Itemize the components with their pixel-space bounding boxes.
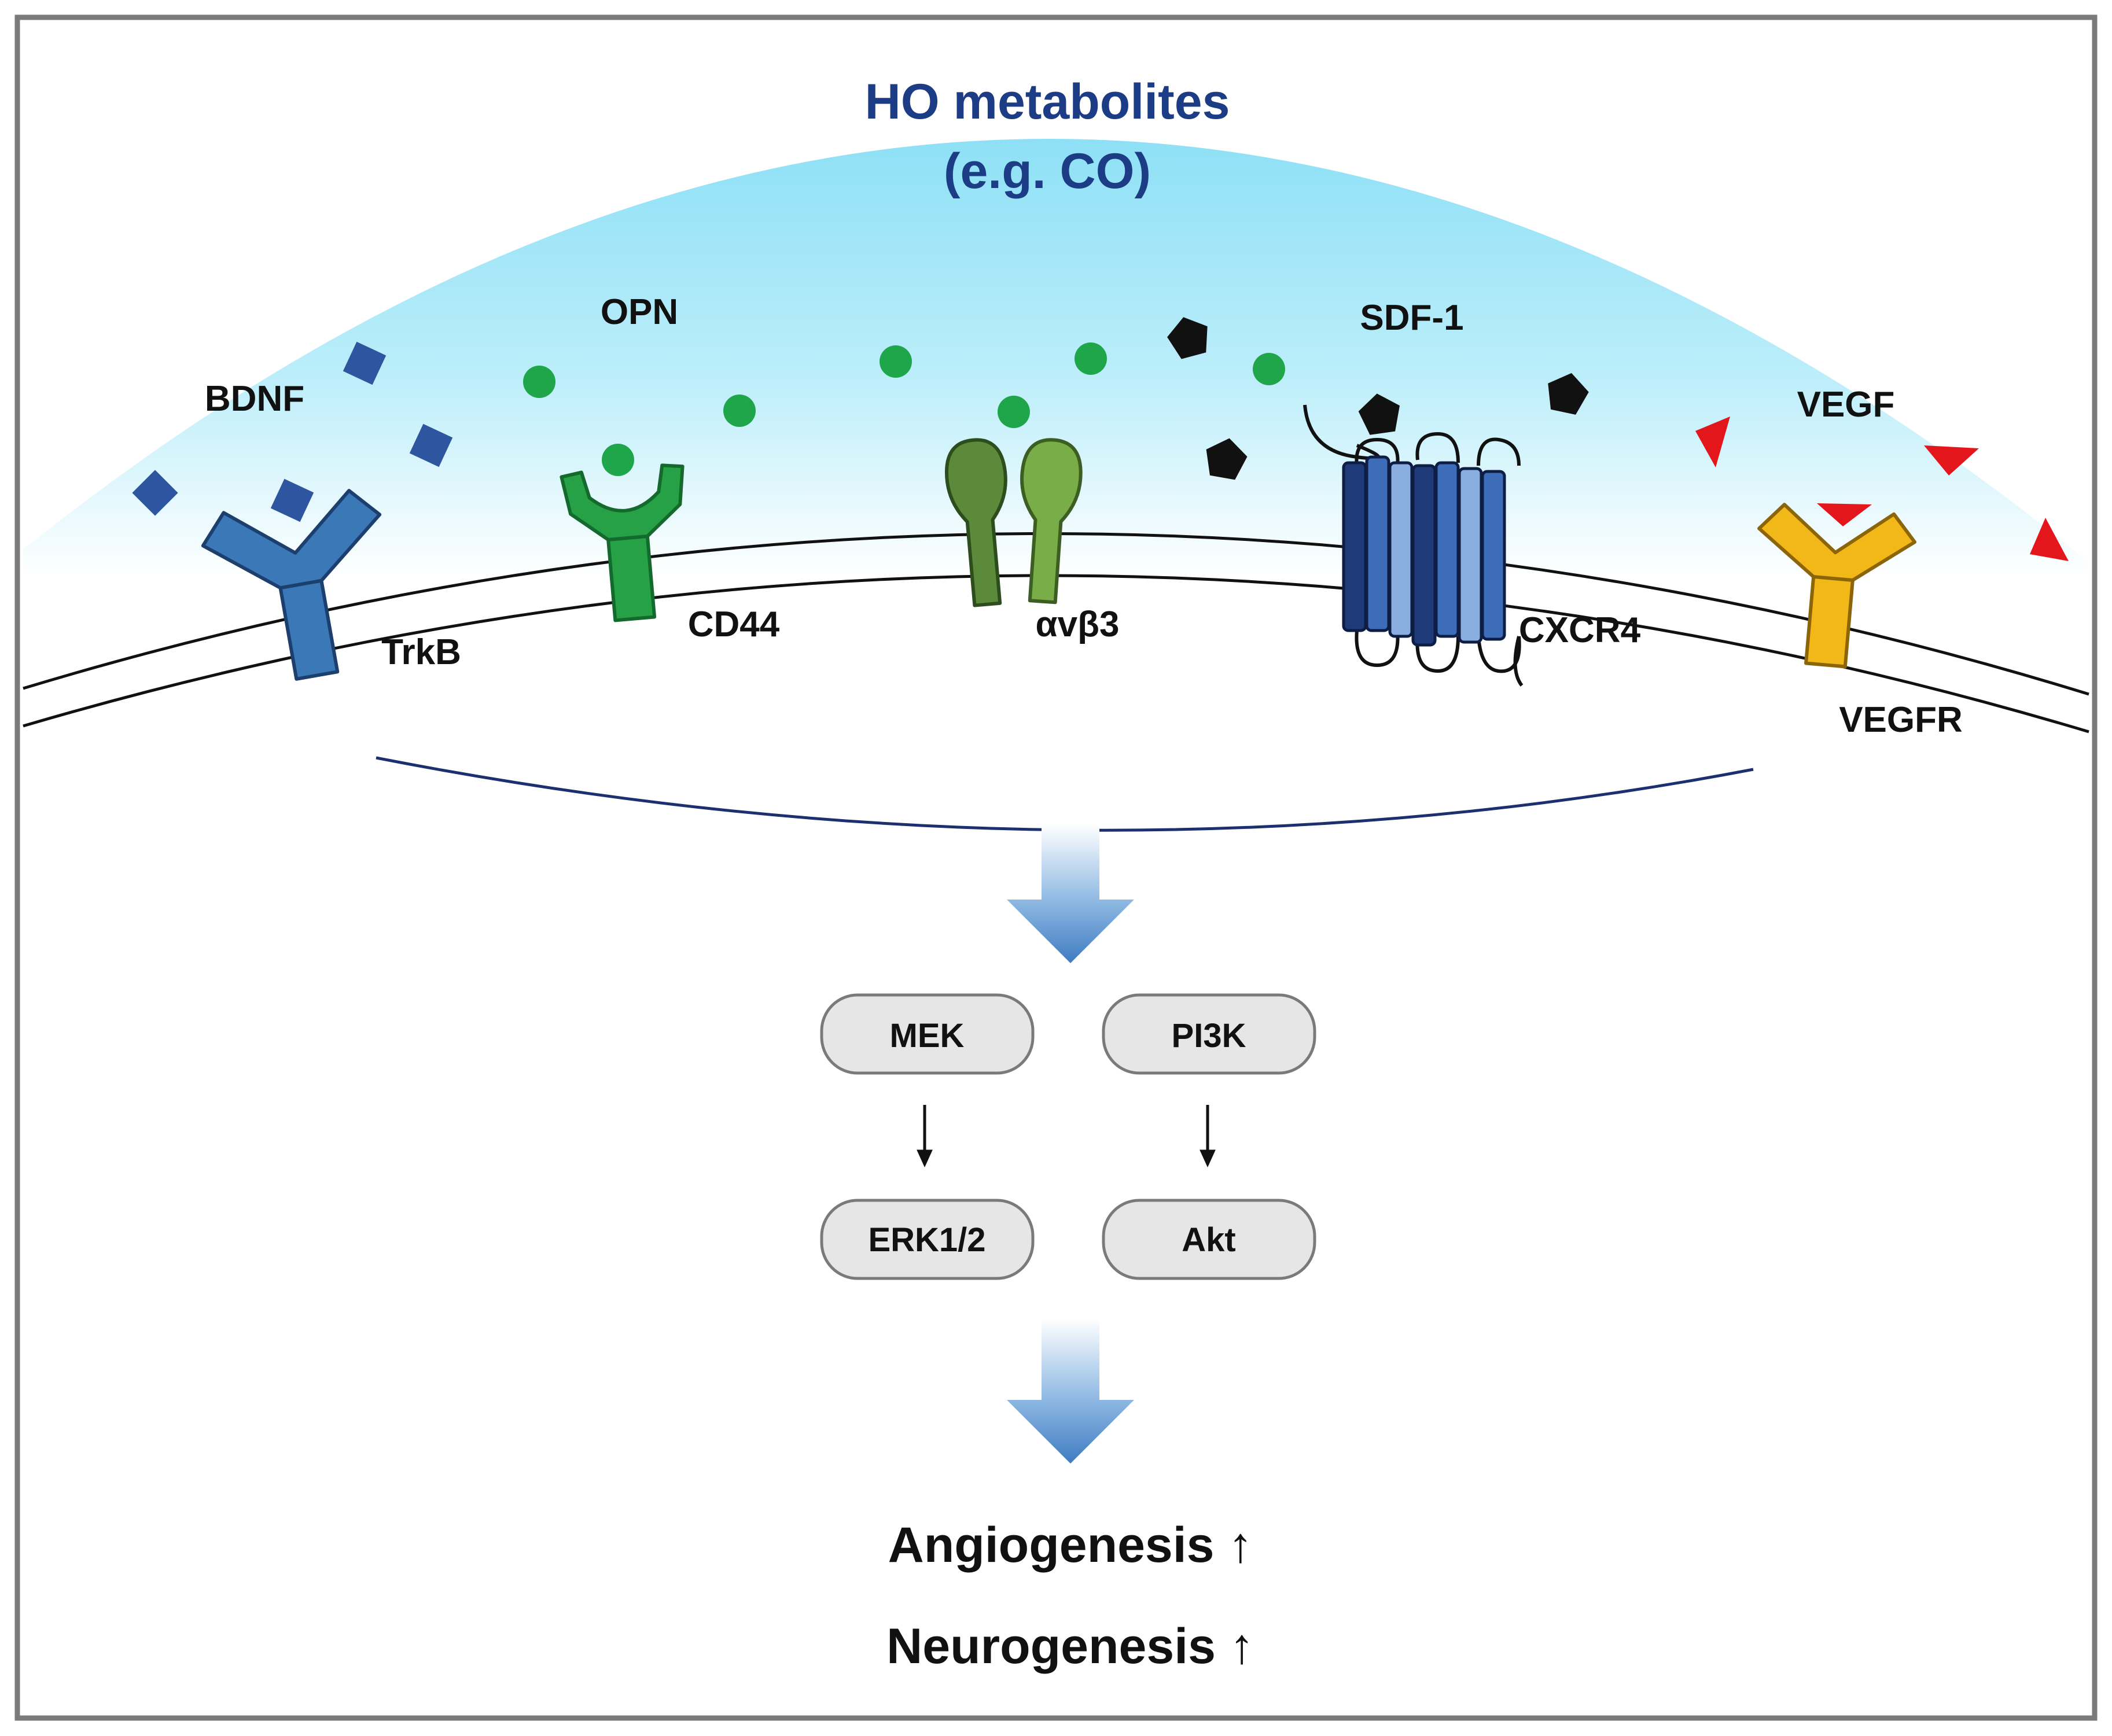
cxcr4-receptor	[1303, 404, 1524, 687]
cxcr4-helix	[1365, 455, 1390, 632]
opn-molecule	[523, 366, 555, 398]
node-akt: Akt	[1102, 1199, 1316, 1280]
vegf-molecule	[1695, 417, 1730, 467]
sdf1-molecule	[1548, 373, 1589, 415]
node-mek: MEK	[820, 993, 1035, 1075]
node-erk: ERK1/2	[820, 1199, 1035, 1280]
vegf-label: VEGF	[1797, 385, 1895, 425]
sdf1-label: SDF-1	[1360, 298, 1463, 338]
vegf-molecule	[1817, 503, 1872, 526]
bdnf-molecule	[270, 478, 314, 522]
sdf1-molecule	[1167, 317, 1208, 359]
cxcr4-helix	[1388, 461, 1414, 638]
opn-label: OPN	[601, 292, 678, 332]
opn-molecule	[1075, 342, 1107, 375]
cxcr4-helix	[1434, 461, 1460, 638]
trkb-receptor	[201, 489, 382, 681]
node-erk-label: ERK1/2	[868, 1221, 985, 1259]
bdnf-molecule	[409, 423, 453, 467]
trkb-label: TrkB	[381, 632, 461, 672]
signal-arrow-down	[1007, 824, 1134, 963]
cxcr4-helix	[1481, 470, 1506, 641]
cxcr4-helix	[1458, 467, 1483, 644]
arrowhead	[1200, 1149, 1216, 1168]
integrin-subunit-alpha	[944, 438, 1007, 607]
avb3-label: αvβ3	[1036, 605, 1120, 644]
opn-ligands	[523, 342, 1285, 476]
outcome-angiogenesis: Angiogenesis ↑	[888, 1517, 1253, 1573]
opn-molecule	[602, 444, 634, 476]
arrowhead	[917, 1149, 933, 1168]
title-line-1: HO metabolites	[865, 74, 1230, 130]
vegf-molecule	[1924, 445, 1979, 476]
cd44-receptor	[560, 463, 685, 622]
cxcr4-helix	[1342, 461, 1367, 632]
sdf1-molecule	[1358, 393, 1400, 435]
vegf-ligands	[1695, 417, 2069, 561]
vegfr-label: VEGFR	[1839, 700, 1963, 740]
title-line-2: (e.g. CO)	[944, 143, 1151, 199]
vegf-molecule	[2030, 518, 2069, 561]
avb3-integrin	[944, 438, 1083, 607]
cxcr4-helix	[1411, 464, 1437, 647]
bdnf-label: BDNF	[205, 379, 304, 419]
node-akt-label: Akt	[1182, 1221, 1235, 1259]
sdf1-ligands	[1167, 317, 1589, 480]
node-pi3k-label: PI3K	[1172, 1017, 1246, 1055]
node-pi3k: PI3K	[1102, 993, 1316, 1075]
opn-molecule	[1253, 353, 1285, 385]
pathway-arrows	[917, 1105, 1216, 1168]
outcome-neurogenesis: Neurogenesis ↑	[886, 1619, 1254, 1674]
opn-molecule	[998, 396, 1030, 428]
vegfr-receptor	[1757, 503, 1917, 669]
outcome-arrow-down	[1007, 1319, 1134, 1464]
node-mek-label: MEK	[890, 1017, 965, 1055]
opn-molecule	[723, 395, 756, 427]
cxcr4-label: CXCR4	[1519, 610, 1641, 650]
bdnf-molecule	[343, 341, 387, 385]
sdf1-molecule	[1206, 438, 1248, 480]
cd44-label: CD44	[688, 605, 780, 644]
integrin-subunit-beta	[1020, 438, 1083, 605]
extracellular-space	[23, 138, 2088, 578]
opn-molecule	[880, 345, 912, 378]
